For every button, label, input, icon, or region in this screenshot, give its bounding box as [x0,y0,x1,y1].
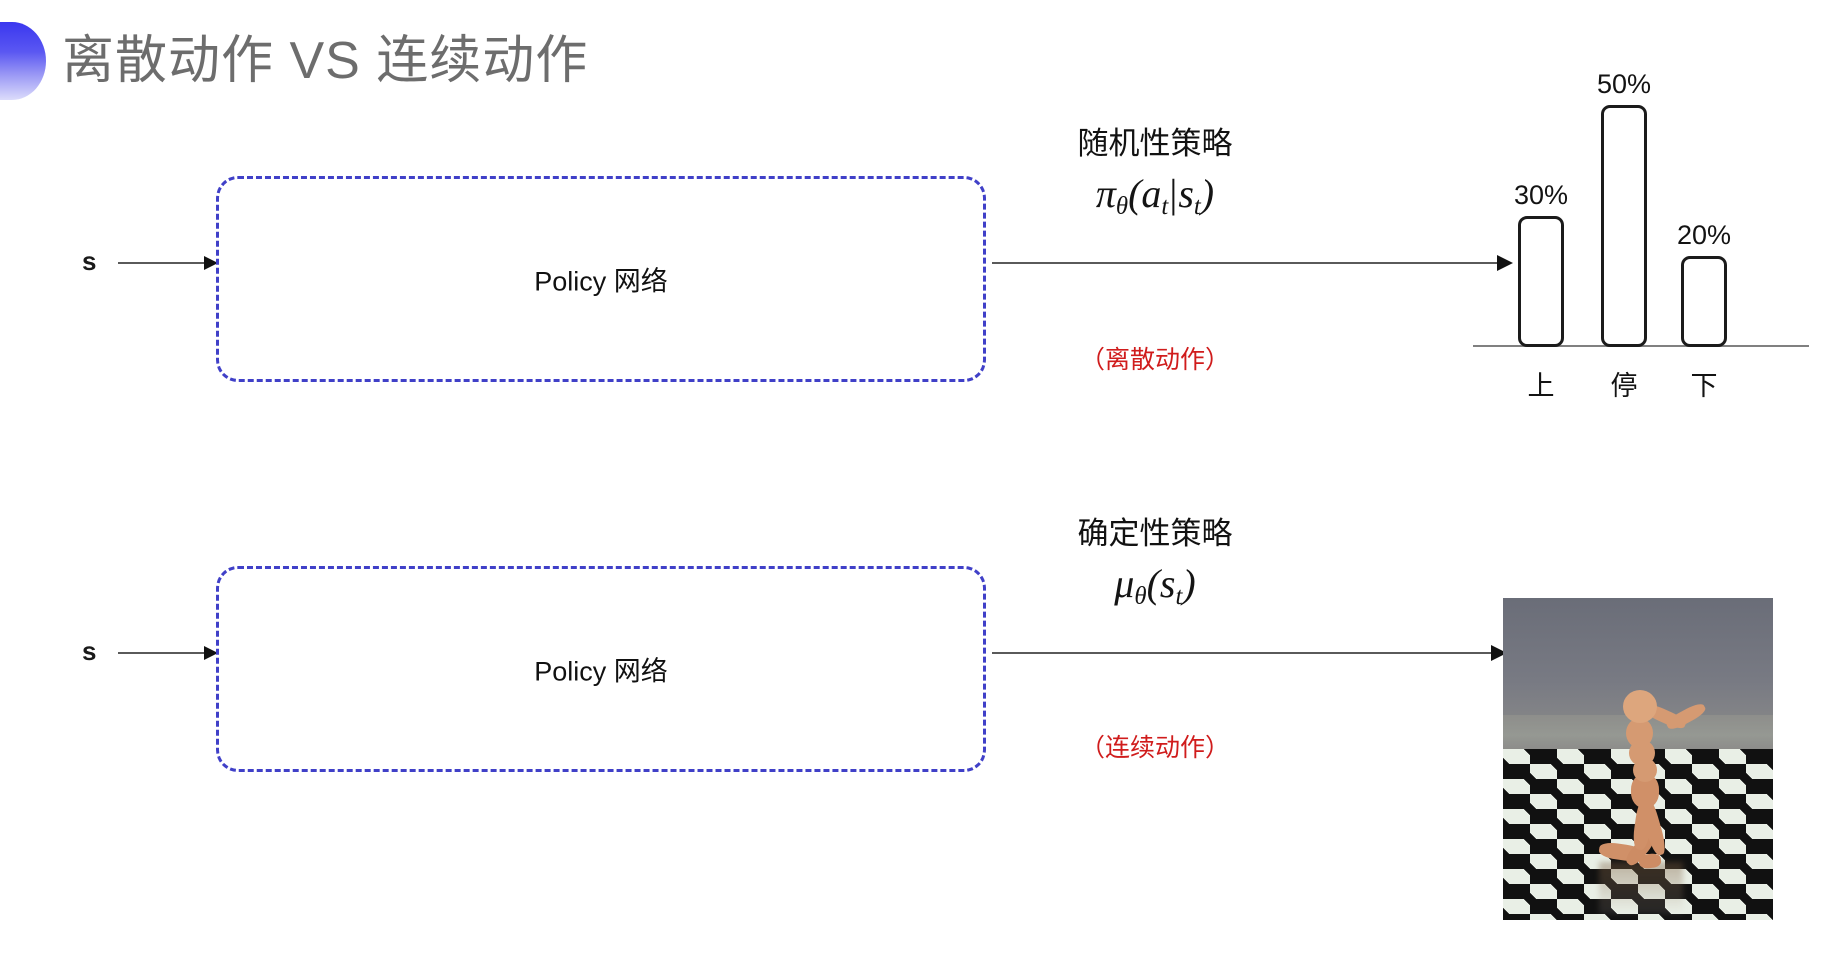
policy-network-box-continuous[interactable]: Policy 网络 [216,566,986,772]
bar-value-1: 50% [1596,69,1652,99]
state-input-label-discrete: s [82,246,97,276]
policy-network-label-continuous: Policy 网络 [534,656,668,687]
state-input-arrow-discrete [118,256,218,270]
bar-rect-0[interactable] [1518,216,1564,347]
bar-value-0: 30% [1513,180,1569,210]
bar-rect-2[interactable] [1681,256,1727,347]
annotation-continuous: 确定性策略 μθ(st) [975,512,1335,625]
humanoid-head [1623,690,1657,723]
annotation-note-wrap-continuous: （连续动作） [975,728,1335,768]
continuous-action-row: s Policy 网络 确定性策略 μθ(st) （连续动作） [0,516,1846,930]
page-title: 离散动作 VS 连续动作 [62,32,589,90]
state-input-label-continuous: s [82,636,97,666]
discrete-action-row: s Policy 网络 随机性策略 πθ(at|st) （离散动作） [0,126,1846,480]
annotation-discrete: 随机性策略 πθ(at|st) [975,122,1335,235]
humanoid-simulation-image [1503,598,1773,920]
humanoid-upper-torso [1626,718,1653,748]
humanoid-reflection [1599,862,1683,914]
policy-output-arrow-discrete [992,255,1513,271]
annotation-title-continuous: 确定性策略 [1077,516,1233,551]
bar-category-0: 上 [1527,371,1555,401]
annotation-note-wrap-discrete: （离散动作） [975,340,1335,380]
bar-rect-1[interactable] [1601,105,1647,347]
title-decoration-shape [0,22,46,100]
bar-category-1: 停 [1610,371,1638,401]
policy-network-box-discrete[interactable]: Policy 网络 [216,176,986,382]
annotation-formula-continuous: μθ(st) [1114,561,1196,610]
policy-output-arrow-continuous [992,645,1507,661]
annotation-note-discrete: （离散动作） [1079,346,1230,374]
state-input-arrow-continuous [118,646,218,660]
annotation-formula-discrete: πθ(at|st) [1095,171,1215,220]
annotation-title-discrete: 随机性策略 [1077,126,1233,161]
annotation-note-continuous: （连续动作） [1079,734,1230,762]
action-probability-bar-chart: 30% 上 50% 停 20% 下 [1473,69,1813,415]
bar-category-2: 下 [1690,371,1718,401]
policy-network-label-discrete: Policy 网络 [534,266,668,297]
bar-value-2: 20% [1676,220,1732,250]
